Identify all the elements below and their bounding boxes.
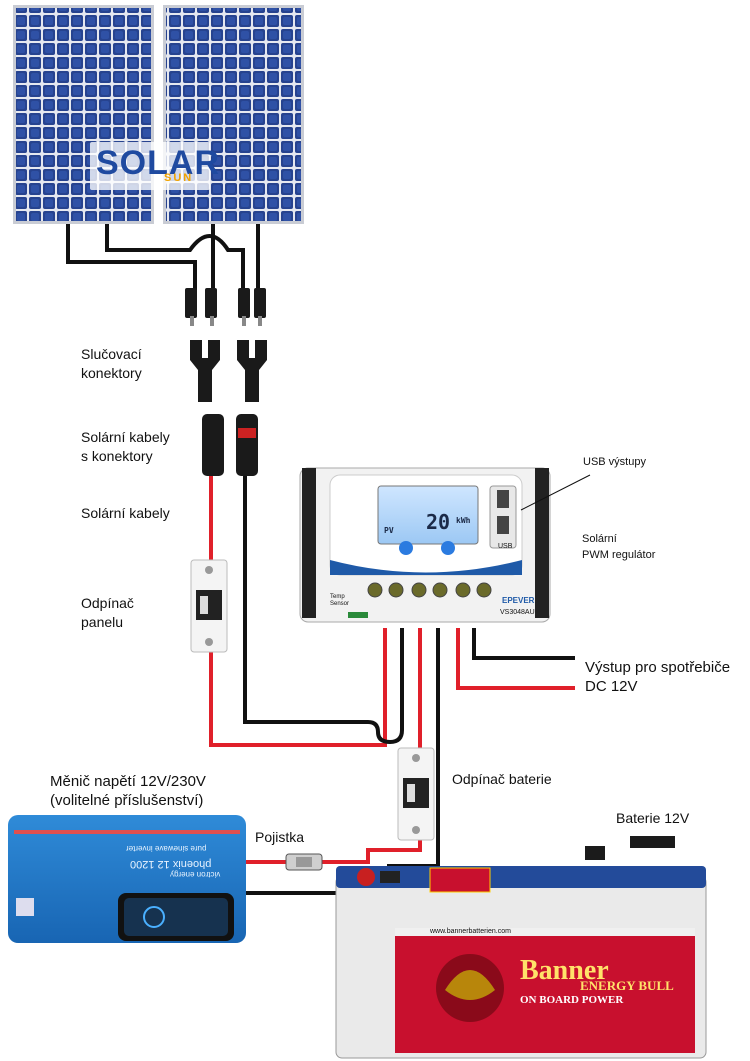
panel-cables xyxy=(66,224,260,290)
label-slucovaci-konektory: Slučovací konektory xyxy=(81,346,142,381)
logo-main: SOLAR xyxy=(96,144,220,182)
label-odpinac-panelu: Odpínač panelu xyxy=(81,595,134,630)
label-menic: Měnič napětí 12V/230V (volitelné přísluš… xyxy=(50,773,206,809)
label-regulator: Solární PWM regulátor xyxy=(582,533,656,561)
controller-menu-label: MENU xyxy=(395,563,419,572)
fuse xyxy=(285,853,323,871)
battery-url: www.bannerbatterien.com xyxy=(430,928,511,935)
controller-brand: EPEVER xyxy=(502,596,535,605)
solar-panel-right xyxy=(163,5,304,224)
branch-connectors xyxy=(190,340,267,402)
label-vystup-spotrebice: Výstup pro spotřebiče DC 12V xyxy=(585,659,731,695)
controller-temp-label: Temp Sensor xyxy=(330,594,350,607)
mc4-connectors xyxy=(185,288,266,326)
inverter-sub: pure sinewave inverter xyxy=(126,844,207,853)
controller-model: VS3048AU xyxy=(500,609,535,616)
lcd-unit: kWh xyxy=(456,516,471,525)
controller-set-label: SET xyxy=(441,563,457,572)
label-usb-vystupy: USB výstupy xyxy=(583,456,646,468)
usb-pointer-line xyxy=(520,474,591,511)
lcd-value: 20 xyxy=(426,510,451,534)
inverter-model: phoenix 12 1200 xyxy=(130,858,212,870)
lcd-pv: PV xyxy=(384,526,394,535)
battery-brand: Banner xyxy=(520,955,609,986)
pwm-controller xyxy=(299,467,551,623)
label-pojistka: Pojistka xyxy=(255,829,305,845)
solar-sun-logo: SOLAR SUN xyxy=(90,142,219,190)
label-solarni-kabely: Solární kabely xyxy=(81,505,170,521)
panel-disconnector xyxy=(190,559,228,653)
solar-cables xyxy=(209,476,404,747)
controller-usb-label: USB xyxy=(498,543,513,550)
battery-line: ENERGY BULL xyxy=(580,978,674,993)
battery-sub: ON BOARD POWER xyxy=(520,994,624,1006)
label-baterie: Baterie 12V xyxy=(616,810,690,826)
label-solarni-kabely-s-konektory: Solární kabely s konektory xyxy=(81,429,170,464)
label-odpinac-baterie: Odpínač baterie xyxy=(452,771,552,787)
inverter-brand: victron energy xyxy=(170,870,221,879)
battery xyxy=(335,836,707,1059)
battery-disconnector xyxy=(397,747,435,841)
inverter xyxy=(8,815,246,943)
logo-sub: SUN xyxy=(164,172,194,184)
solar-panel-left xyxy=(13,5,154,224)
cable-connectors xyxy=(202,414,258,476)
load-output-wires xyxy=(456,628,575,690)
